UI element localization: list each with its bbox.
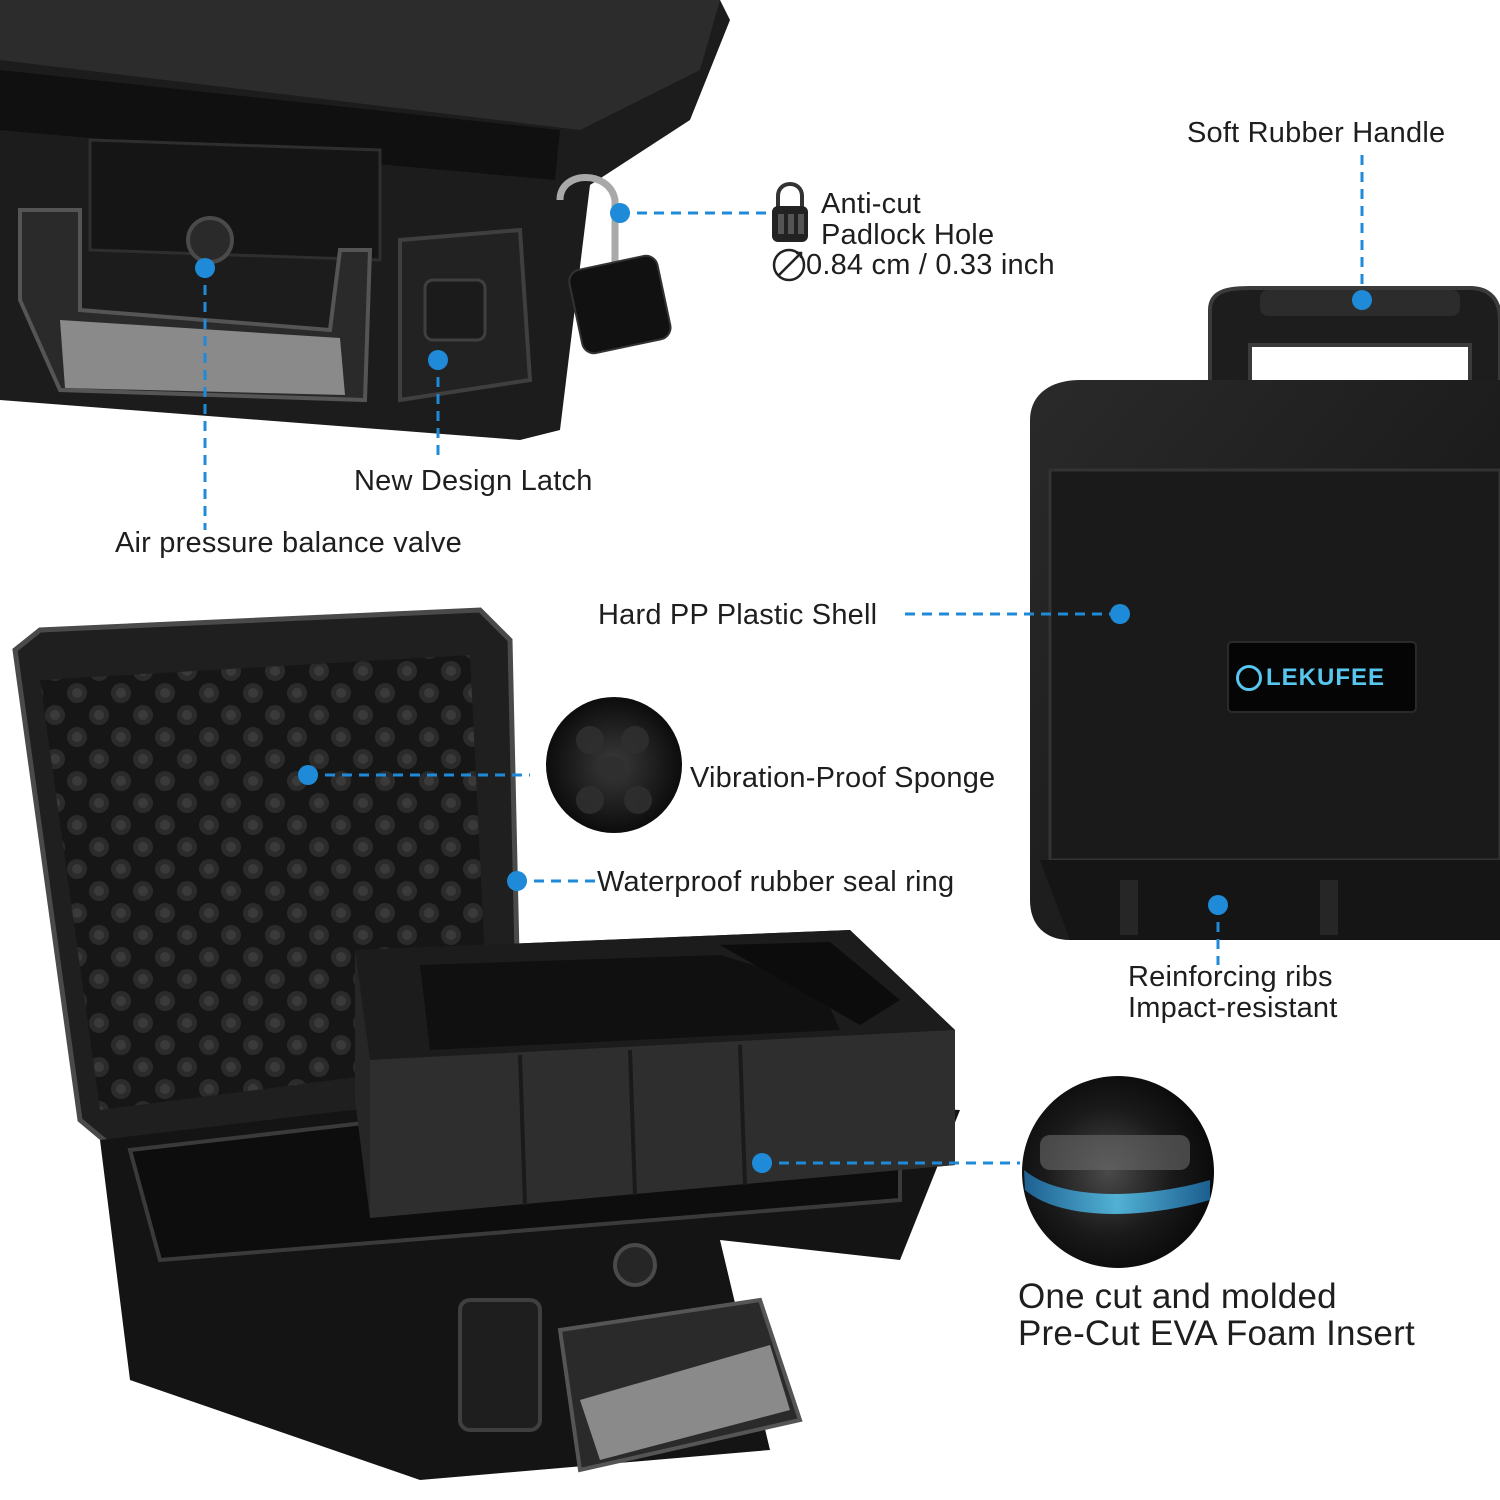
callout-dots <box>195 203 1372 1173</box>
brand-logo-mark <box>1236 665 1262 691</box>
ribs-callout-line2: Impact-resistant <box>1128 992 1338 1024</box>
top-case-closeup <box>0 0 730 440</box>
seal-callout: Waterproof rubber seal ring <box>597 866 955 898</box>
handle-callout: Soft Rubber Handle <box>1187 117 1446 149</box>
foam-callout-line2: Pre-Cut EVA Foam Insert <box>1018 1314 1415 1353</box>
padlock-size-label: 0.84 cm / 0.33 inch <box>806 249 1055 281</box>
open-case <box>12 607 960 1480</box>
padlock-callout-line2: Padlock Hole <box>821 219 995 251</box>
valve-callout: Air pressure balance valve <box>115 527 462 559</box>
brand-logo: LEKUFEE <box>1236 662 1408 694</box>
foam-detail-glow <box>1024 1170 1210 1214</box>
padlock-callout: Anti-cut Padlock Hole <box>821 189 994 251</box>
sponge-bumps <box>576 726 652 814</box>
foam-callout-line1: One cut and molded <box>1018 1277 1337 1316</box>
ribs-callout: Reinforcing ribs Impact-resistant <box>1128 962 1338 1024</box>
foam-detail-circle <box>1022 1076 1214 1268</box>
padlock-icon <box>772 182 808 242</box>
padlock-callout-line1: Anti-cut <box>821 188 921 220</box>
brand-logo-text: LEKUFEE <box>1266 664 1386 691</box>
foam-callout: One cut and molded Pre-Cut EVA Foam Inse… <box>1018 1278 1415 1352</box>
sponge-callout: Vibration-Proof Sponge <box>690 762 996 794</box>
diameter-icon <box>772 248 806 282</box>
shell-callout: Hard PP Plastic Shell <box>598 599 878 631</box>
ribs-callout-line1: Reinforcing ribs <box>1128 961 1333 993</box>
right-case-front <box>1030 286 1500 940</box>
latch-callout: New Design Latch <box>354 465 593 497</box>
